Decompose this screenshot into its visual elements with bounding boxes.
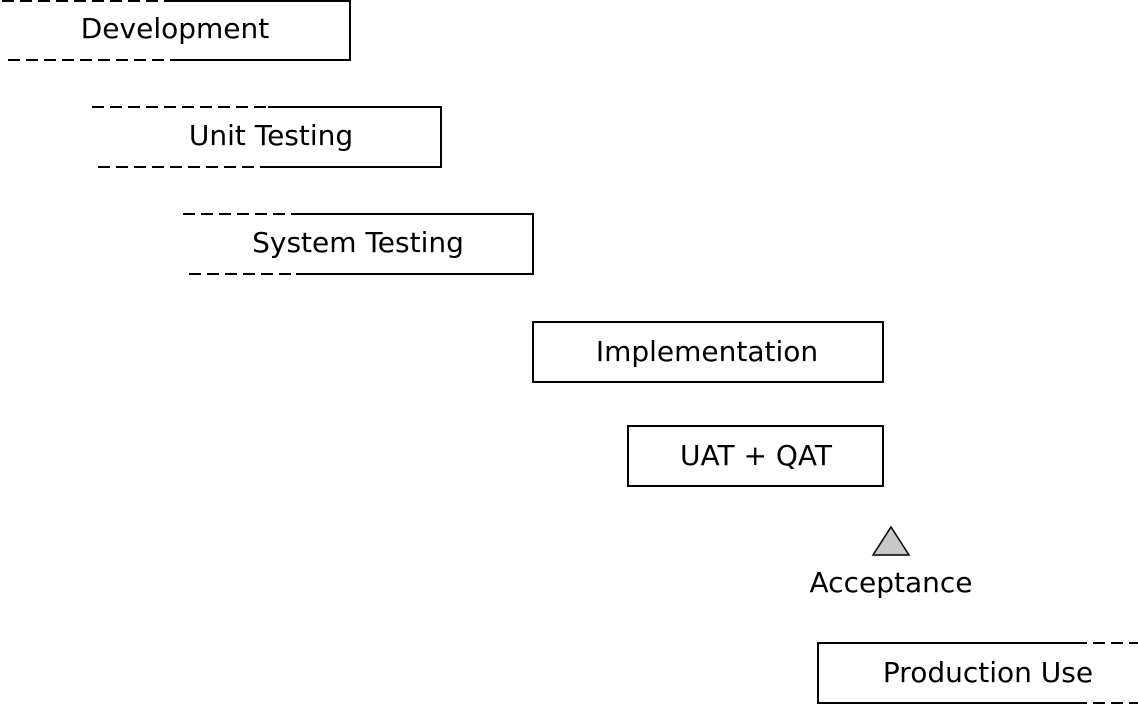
phase-box [175, 0, 351, 61]
phase-uat-qat: UAT + QAT [627, 425, 884, 487]
phase-label: Implementation [596, 335, 818, 368]
milestone-label: Acceptance [810, 566, 973, 599]
phase-box [268, 106, 442, 168]
phase-box [296, 213, 534, 275]
phase-implementation: Implementation [532, 321, 884, 383]
phase-label: Production Use [883, 656, 1093, 689]
phase-box [627, 425, 884, 487]
phase-box [817, 642, 1075, 704]
phase-label: UAT + QAT [680, 439, 833, 472]
milestone-acceptance: Acceptance [810, 525, 973, 599]
phase-development: Development [2, 0, 351, 61]
phase-label: System Testing [252, 226, 464, 259]
phase-label: Unit Testing [189, 119, 353, 152]
phase-label: Development [81, 12, 270, 45]
phase-production-use: Production Use [817, 642, 1138, 704]
phase-box [532, 321, 884, 383]
milestone-triangle-icon [871, 525, 911, 556]
phase-unit-testing: Unit Testing [92, 106, 442, 168]
phase-system-testing: System Testing [183, 213, 534, 275]
